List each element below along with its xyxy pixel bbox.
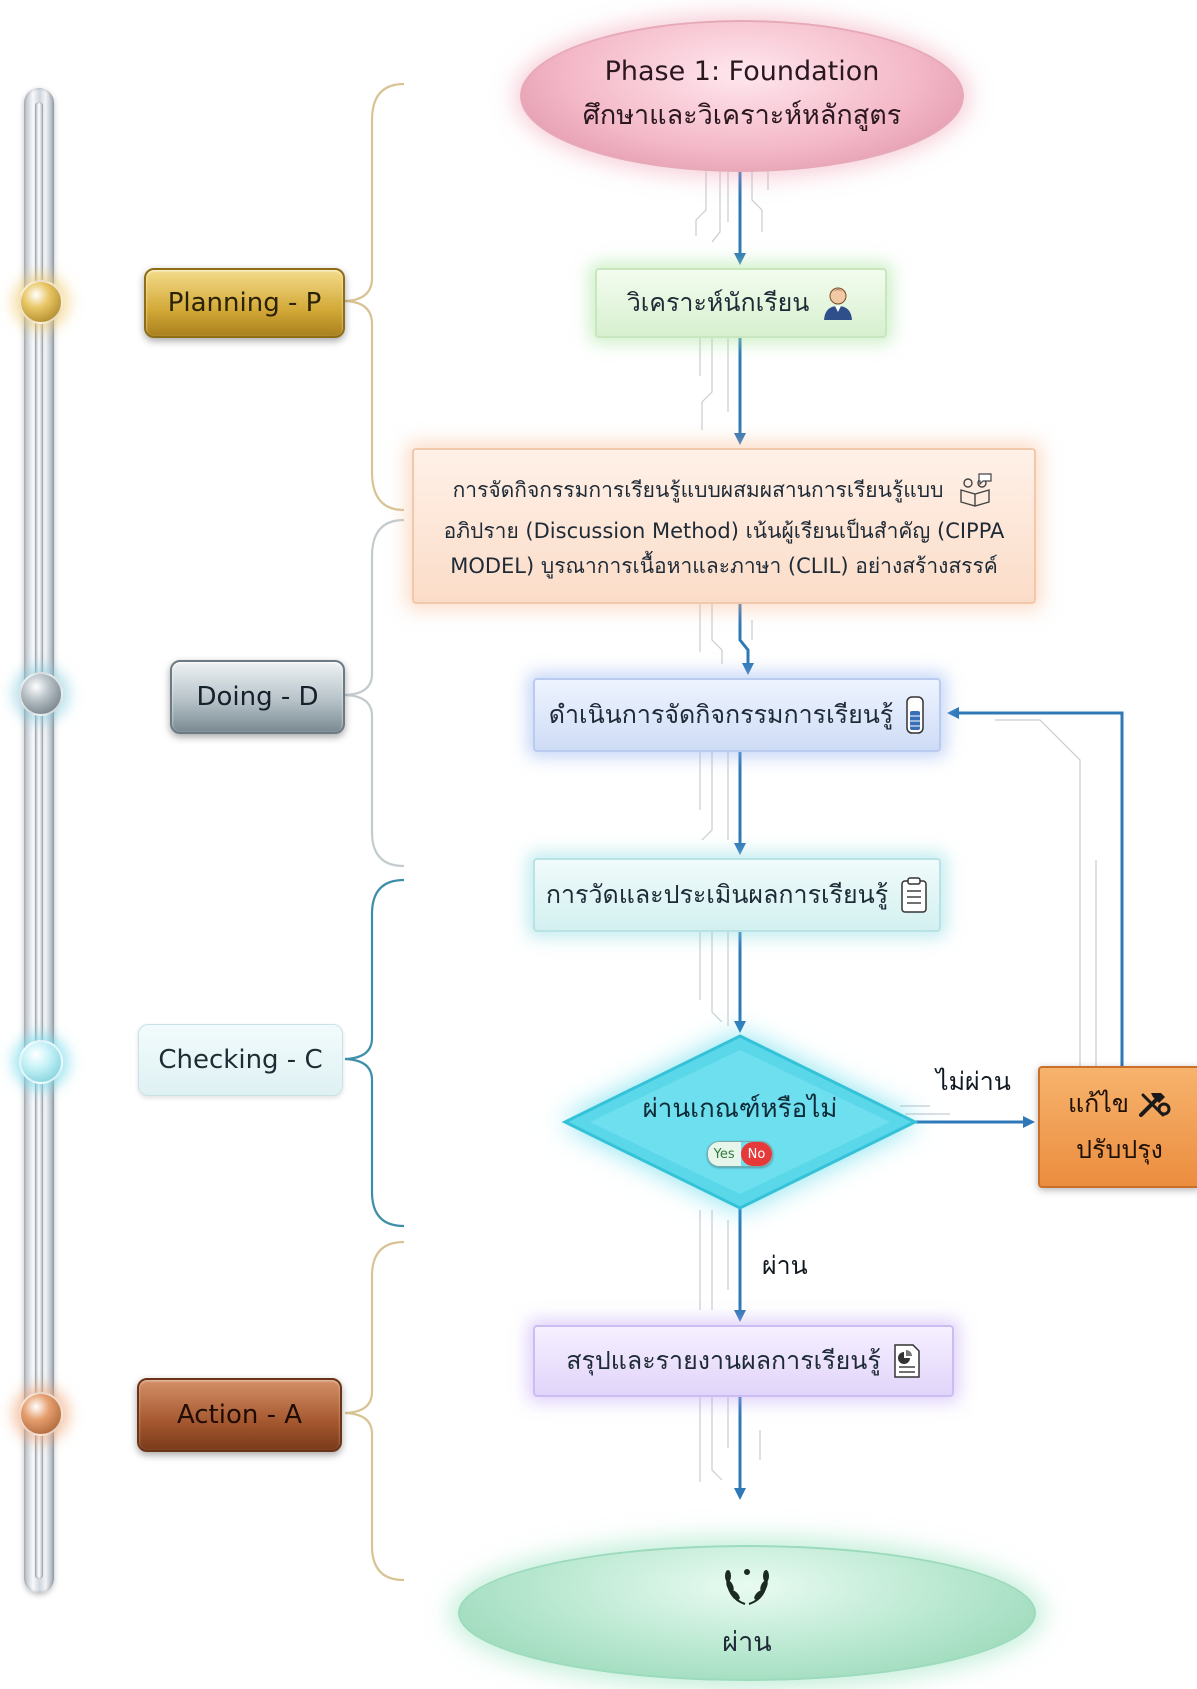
checking-brace	[344, 878, 405, 1228]
step-summary-report: สรุปและรายงานผลการเรียนรู้	[533, 1325, 954, 1397]
learning-design-line2: อภิปราย (Discussion Method) เน้นผู้เรียน…	[443, 518, 1005, 543]
start-node-title: Phase 1: Foundation	[604, 56, 880, 87]
yes-no-toggle-wrapper: Yes No	[590, 1141, 890, 1167]
step-conduct-activities: ดำเนินการจัดกิจกรรมการเรียนรู้	[533, 678, 941, 752]
planning-node	[19, 280, 63, 324]
step-analyze-students: วิเคราะห์นักเรียน	[595, 268, 887, 338]
fail-edge-label: ไม่ผ่าน	[936, 1067, 1011, 1096]
learning-design-row1: การจัดกิจกรรมการเรียนรู้แบบผสมผสานการเรี…	[453, 472, 996, 510]
yes-no-toggle: Yes No	[706, 1141, 774, 1167]
phase-label-checking: Checking - C	[138, 1024, 343, 1096]
laurel-wreath-icon	[719, 1564, 775, 1614]
learning-design-line3: MODEL) บูรณาการเนื้อหาและภาษา (CLIL) อย่…	[450, 554, 998, 578]
action-node	[19, 1392, 63, 1436]
step-analyze-students-label: วิเคราะห์นักเรียน	[626, 288, 810, 317]
toggle-yes: Yes	[707, 1142, 741, 1166]
step-learning-design: การจัดกิจกรรมการเรียนรู้แบบผสมผสานการเรี…	[412, 448, 1036, 604]
circuit-traces	[695, 168, 1097, 1482]
arrow-loop-back	[947, 707, 1124, 1066]
student-icon	[821, 285, 855, 321]
phase-label-doing: Doing - D	[170, 660, 345, 734]
clipboard-icon	[900, 876, 928, 914]
fix-row1: แก้ไข	[1068, 1084, 1171, 1124]
step-fix-improve: แก้ไข ปรับปรุง	[1038, 1066, 1197, 1188]
action-brace	[344, 1240, 405, 1582]
planning-brace	[344, 82, 405, 512]
step-assessment: การวัดและประเมินผลการเรียนรู้	[533, 858, 941, 932]
phase-label-action: Action - A	[137, 1378, 342, 1452]
start-node: Phase 1: Foundation ศึกษาและวิเคราะห์หลั…	[520, 20, 964, 172]
end-node-label: ผ่าน	[722, 1626, 772, 1658]
pass-edge-label: ผ่าน	[762, 1251, 808, 1280]
end-node: ผ่าน	[458, 1545, 1036, 1681]
tools-icon	[1137, 1089, 1171, 1119]
flow-arrows	[734, 168, 1124, 1500]
fix-line1: แก้ไข	[1068, 1089, 1129, 1118]
step-summary-label: สรุปและรายงานผลการเรียนรู้	[566, 1346, 881, 1375]
decision-label: ผ่านเกณฑ์หรือไม่	[642, 1094, 838, 1124]
discussion-icon	[955, 472, 995, 510]
arrow-to-conduct	[738, 604, 754, 675]
doing-brace	[344, 518, 405, 868]
start-node-subtitle: ศึกษาและวิเคราะห์หลักสูตร	[582, 100, 902, 131]
timeline-rail	[24, 88, 54, 1593]
toggle-no: No	[740, 1142, 773, 1166]
step-assessment-label: การวัดและประเมินผลการเรียนรู้	[545, 880, 889, 909]
doing-node	[19, 672, 63, 716]
report-icon	[893, 1343, 921, 1379]
phase-label-planning: Planning - P	[144, 268, 345, 338]
checking-node	[19, 1040, 63, 1084]
decision-content: ผ่านเกณฑ์หรือไม่ Yes No	[590, 1088, 890, 1167]
progress-meter-icon	[905, 695, 925, 735]
step-conduct-activities-label: ดำเนินการจัดกิจกรรมการเรียนรู้	[548, 700, 894, 729]
fix-line2: ปรับปรุง	[1076, 1135, 1163, 1164]
decision-diamond	[561, 1034, 919, 1210]
learning-design-line1: การจัดกิจกรรมการเรียนรู้แบบผสมผสานการเรี…	[452, 478, 944, 503]
